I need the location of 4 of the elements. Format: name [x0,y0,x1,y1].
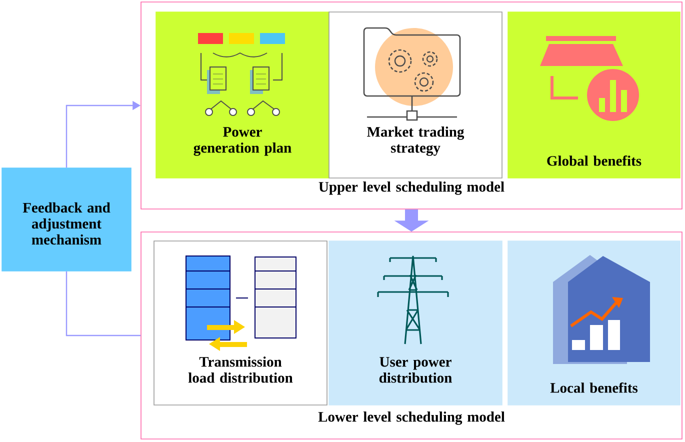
connector-line [66,271,141,336]
plan-box: Power generation plan [156,12,330,178]
distribution-box: User power distribution [328,240,502,406]
feedback-box: Feedback and adjustment mechanism [2,168,132,272]
